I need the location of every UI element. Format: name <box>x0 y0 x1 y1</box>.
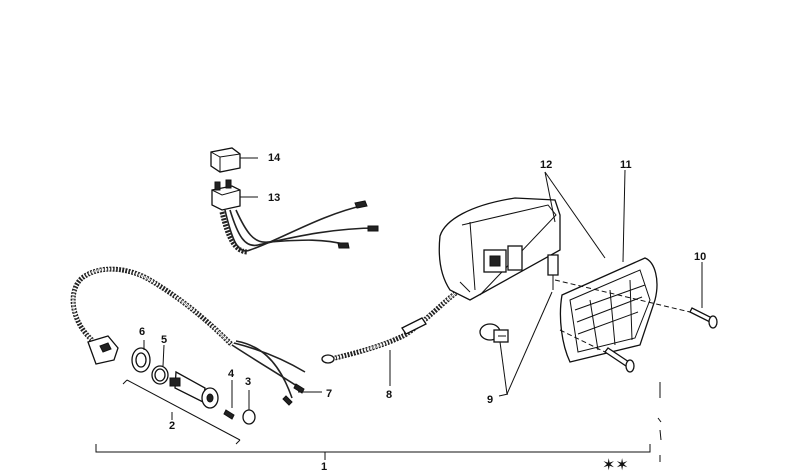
socket-assembly <box>87 335 256 445</box>
callout-5: 5 <box>161 334 167 346</box>
bulb <box>479 323 509 343</box>
callout-12: 12 <box>540 159 552 171</box>
callout-1: 1 <box>321 461 327 473</box>
callout-11: 11 <box>620 159 632 171</box>
callout-14: 14 <box>268 152 281 164</box>
lamp-lens <box>559 169 658 363</box>
relay-socket-harness <box>211 179 379 255</box>
callout-13: 13 <box>268 192 280 204</box>
leader-lines <box>95 171 651 460</box>
mounting-screws <box>554 262 718 373</box>
callout-4: 4 <box>228 368 235 380</box>
edge-marks <box>657 382 662 462</box>
relay-part <box>210 147 258 173</box>
lamp-wire-harness <box>321 287 462 386</box>
callout-2: 2 <box>169 420 175 432</box>
callout-8: 8 <box>386 389 392 401</box>
callout-3: 3 <box>245 376 251 388</box>
stars-mark: ✶✶ <box>602 455 629 473</box>
callout-6: 6 <box>139 326 145 338</box>
callout-10: 10 <box>694 251 706 263</box>
main-wiring-harness <box>70 266 322 406</box>
callout-9: 9 <box>487 394 493 406</box>
callout-7: 7 <box>326 388 332 400</box>
lamp-housing <box>438 197 561 301</box>
